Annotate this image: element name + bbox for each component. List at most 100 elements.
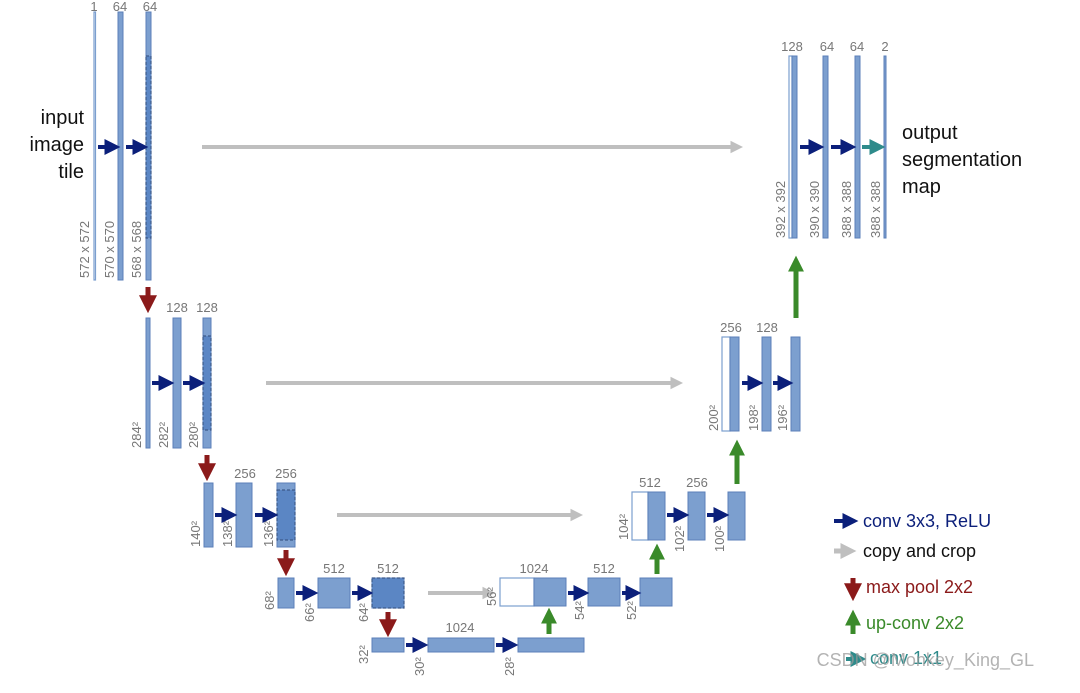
channel-bar [117, 11, 124, 281]
channel-bar [277, 577, 295, 609]
spatial-size: 572 x 572 [77, 221, 92, 278]
spatial-size: 388 x 388 [868, 181, 883, 238]
channel-count: 64 [113, 0, 127, 14]
input-label: tile [58, 161, 84, 183]
level2-encoder: 128 128 284² 282² 280² [129, 300, 218, 449]
watermark: CSDN @Monkey_King_GL [817, 650, 1034, 671]
spatial-size: 284² [129, 421, 144, 448]
spatial-size: 32² [356, 645, 371, 664]
channel-count: 256 [720, 320, 742, 335]
legend-conv-label: conv 3x3, ReLU [863, 511, 991, 531]
spatial-size: 282² [156, 421, 171, 448]
channel-count: 128 [166, 300, 188, 315]
spatial-size: 138² [220, 520, 235, 547]
level4-encoder: 512 512 68² 66² 64² [262, 561, 405, 622]
spatial-size: 54² [572, 601, 587, 620]
channel-count: 512 [593, 561, 615, 576]
channel-bar [729, 336, 740, 432]
channel-bar [203, 482, 214, 548]
channel-bar [687, 491, 706, 541]
spatial-size: 196² [775, 404, 790, 431]
channel-bar [145, 317, 151, 449]
output-label: map [902, 176, 941, 198]
channel-count: 512 [323, 561, 345, 576]
level4-decoder: 1024 512 56² 54² 52² [484, 561, 673, 620]
channel-count: 64 [143, 0, 157, 14]
spatial-size: 52² [624, 601, 639, 620]
channel-count: 1024 [446, 620, 475, 635]
level1-decoder: 128 64 64 2 392 x 392 390 x 390 388 x 38… [773, 39, 1022, 239]
level2-decoder: 256 128 200² 198² 196² [706, 320, 801, 432]
spatial-size: 68² [262, 591, 277, 610]
level3-decoder: 512 256 104² 102² 100² [616, 475, 746, 552]
channel-bar [854, 55, 861, 239]
level1-encoder: 1 64 64 572 x 572 570 x 570 568 x 568 in… [30, 0, 157, 281]
legend-up-label: up-conv 2x2 [866, 613, 964, 633]
legend-pool-label: max pool 2x2 [866, 577, 973, 597]
channel-count: 512 [377, 561, 399, 576]
channel-count: 256 [234, 466, 256, 481]
crop-region [276, 489, 296, 541]
channel-bar [587, 577, 621, 607]
channel-bar [371, 637, 405, 653]
channel-bar [791, 55, 798, 239]
channel-count: 128 [756, 320, 778, 335]
channel-count: 1024 [520, 561, 549, 576]
spatial-size: 280² [186, 421, 201, 448]
channel-count: 512 [639, 475, 661, 490]
channel-bar [647, 491, 666, 541]
spatial-size: 30² [412, 657, 427, 676]
channel-bar [427, 637, 495, 653]
cropped-copy [721, 336, 731, 432]
input-label: image [30, 134, 84, 156]
spatial-size: 102² [672, 525, 687, 552]
channel-bar [317, 577, 351, 609]
channel-bar [639, 577, 673, 607]
cropped-copy [499, 577, 535, 607]
crop-region [202, 335, 212, 431]
channel-bar [93, 11, 97, 281]
output-label: segmentation [902, 149, 1022, 171]
channel-bar [172, 317, 182, 449]
legend-conv1x1-label: conv 1x1 [870, 648, 942, 668]
crop-region [371, 577, 405, 609]
channel-bar [883, 55, 887, 239]
channel-count: 1 [90, 0, 97, 14]
spatial-size: 28² [502, 657, 517, 676]
channel-count: 64 [820, 39, 834, 54]
channel-bar [235, 482, 253, 548]
spatial-size: 198² [746, 404, 761, 431]
spatial-size: 390 x 390 [807, 181, 822, 238]
channel-bar [790, 336, 801, 432]
channel-count: 128 [196, 300, 218, 315]
level3-encoder: 256 256 140² 138² 136² [188, 466, 297, 548]
channel-bar [727, 491, 746, 541]
spatial-size: 56² [484, 587, 499, 606]
spatial-size: 66² [302, 603, 317, 622]
channel-count: 64 [850, 39, 864, 54]
channel-bar [822, 55, 829, 239]
spatial-size: 140² [188, 520, 203, 547]
level5-bottleneck: 1024 32² 30² 28² [356, 620, 585, 676]
cropped-copy [631, 491, 649, 541]
spatial-size: 100² [712, 525, 727, 552]
spatial-size: 136² [261, 520, 276, 547]
channel-bar [761, 336, 772, 432]
spatial-size: 388 x 388 [839, 181, 854, 238]
channel-bar [533, 577, 567, 607]
spatial-size: 200² [706, 404, 721, 431]
output-label: output [902, 122, 958, 144]
input-label: input [41, 107, 85, 129]
channel-count: 256 [275, 466, 297, 481]
channel-count: 256 [686, 475, 708, 490]
spatial-size: 392 x 392 [773, 181, 788, 238]
channel-bar [517, 637, 585, 653]
channel-count: 2 [881, 39, 888, 54]
spatial-size: 104² [616, 513, 631, 540]
legend-copy-label: copy and crop [863, 541, 976, 561]
spatial-size: 64² [356, 603, 371, 622]
channel-count: 128 [781, 39, 803, 54]
legend: conv 3x3, ReLU copy and crop max pool 2x… [834, 511, 991, 668]
spatial-size: 570 x 570 [102, 221, 117, 278]
